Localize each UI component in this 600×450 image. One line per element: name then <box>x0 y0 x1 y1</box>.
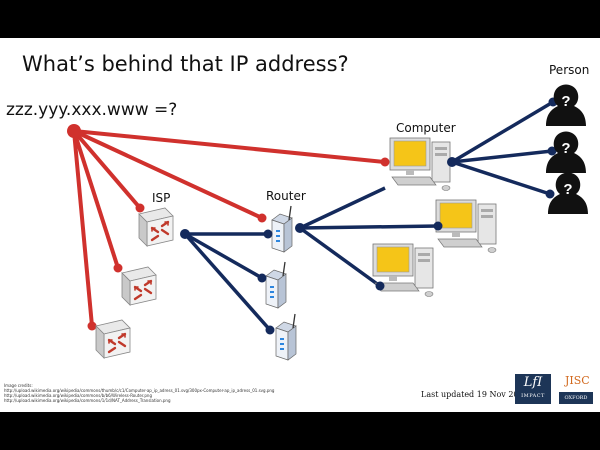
person-silhouette-icon: ? <box>546 131 586 173</box>
isp-switch-icon <box>94 318 132 360</box>
jisc-logo: JISC <box>565 374 590 387</box>
lfi-logo-sub: IMPACT <box>521 393 545 399</box>
last-updated-text: Last updated 19 Nov 2010 <box>421 390 529 399</box>
lfi-logo-mark: LfI <box>523 375 543 390</box>
person-question-mark: ? <box>561 140 570 157</box>
oxford-logo: OXFORD <box>559 392 593 404</box>
computer-icon <box>435 199 497 253</box>
red-links <box>72 129 386 327</box>
router-icon <box>271 205 293 253</box>
person-question-mark: ? <box>561 93 570 110</box>
ip-address-label: zzz.yyy.xxx.www =? <box>6 100 178 120</box>
lfi-impact-logo: LfI IMPACT <box>515 374 551 404</box>
computer-label: Computer <box>396 121 456 135</box>
router-icon <box>275 313 297 361</box>
navy-links <box>183 100 554 332</box>
credit-line: http://upload.wikimedia.org/wikipedia/co… <box>4 393 152 398</box>
person-question-mark: ? <box>563 181 572 198</box>
slide-title: What’s behind that IP address? <box>22 52 349 76</box>
isp-label: ISP <box>152 191 171 205</box>
isp-switch-icon <box>120 265 158 307</box>
isp-switch-icon <box>137 206 175 248</box>
router-label: Router <box>266 189 306 203</box>
slide: ? ? ? What’s behind that IP address? zzz… <box>0 38 600 412</box>
red-node-dots <box>67 124 390 331</box>
image-credits: Image credits: http://upload.wikimedia.o… <box>4 383 274 403</box>
person-silhouette-icon: ? <box>546 84 586 126</box>
credit-line: http://upload.wikimedia.org/wikipedia/co… <box>4 398 171 403</box>
computer-icon <box>389 137 451 191</box>
router-icon <box>265 261 287 309</box>
person-silhouette-icon: ? <box>548 172 588 214</box>
network-diagram: ? ? ? <box>67 84 588 361</box>
navy-node-dots <box>180 97 558 335</box>
credit-line: http://upload.wikimedia.org/wikipedia/co… <box>4 388 275 393</box>
credits-heading: Image credits: <box>4 383 33 388</box>
person-label: Person <box>549 63 590 77</box>
